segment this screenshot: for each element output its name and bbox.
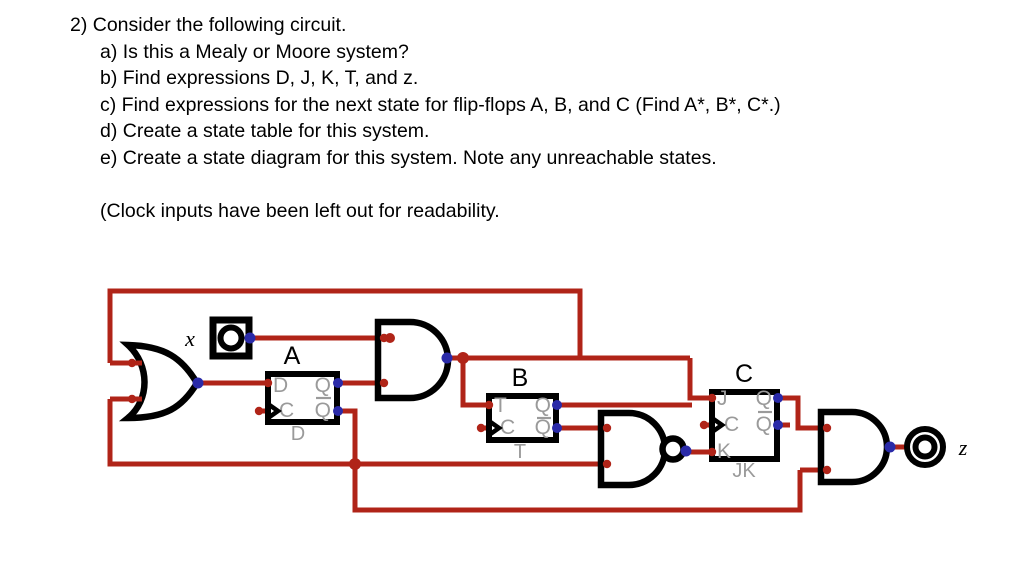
flipflop-c-k-input-node bbox=[707, 447, 717, 457]
flipflop-c-qbar-output-node bbox=[773, 420, 783, 430]
and-gate-1-input-node-bottom bbox=[379, 378, 389, 388]
question-line-b: b) Find expressions D, J, K, T, and z. bbox=[100, 67, 419, 89]
junction-layer bbox=[349, 333, 469, 470]
input-label-x: x bbox=[184, 326, 195, 351]
flipflop-c-q-output-node bbox=[773, 393, 783, 403]
flipflop-c-pin-c: C bbox=[724, 413, 739, 436]
input-terminal-x-circle bbox=[217, 324, 245, 352]
flipflop-b-q-output-node bbox=[552, 400, 562, 410]
or-gate-1[interactable] bbox=[110, 341, 204, 422]
input-terminal-x[interactable]: x bbox=[184, 316, 256, 360]
input-terminal-x-node bbox=[244, 332, 256, 344]
flipflop-b-qbar-output-node bbox=[552, 423, 562, 433]
flipflop-b-clock-triangle bbox=[487, 419, 503, 437]
flipflop-a-type: D bbox=[291, 423, 305, 445]
wire-ffA-Qbar-down bbox=[337, 408, 803, 513]
and-gate-2-input-node-bottom bbox=[822, 465, 832, 475]
junction-x-to-and1 bbox=[385, 333, 395, 343]
question-line-a: a) Is this a Mealy or Moore system? bbox=[100, 40, 409, 63]
flipflop-c-pin-k: K bbox=[717, 440, 731, 463]
nand-gate-1-body bbox=[597, 409, 669, 489]
flipflop-a-pin-qbar: Q bbox=[315, 399, 331, 422]
flipflop-c-pin-j: J bbox=[717, 387, 728, 410]
flipflop-b-type: T bbox=[514, 441, 526, 463]
flipflop-b-pin-qbar: Q bbox=[535, 416, 551, 439]
wire-bottom-left-rail bbox=[107, 399, 355, 467]
nand-gate-1-input-node-top bbox=[602, 423, 612, 433]
question-line-note: (Clock inputs have been left out for rea… bbox=[100, 199, 500, 222]
and-gate-2[interactable] bbox=[817, 408, 896, 486]
flipflop-b-clk-input-node bbox=[476, 423, 486, 433]
or-gate-1-input-node-top bbox=[127, 358, 137, 368]
question-text-block: 2) Consider the following circuit. a) Is… bbox=[70, 12, 970, 224]
flipflop-a-pin-c: C bbox=[279, 399, 294, 422]
flipflop-b-t-input-node bbox=[484, 400, 494, 410]
junction-ffA-qbar-bottom-rail bbox=[349, 458, 361, 470]
output-terminal-z[interactable]: z bbox=[904, 426, 968, 468]
flipflop-c-j-input-node bbox=[707, 393, 717, 403]
flipflop-c-name: C bbox=[735, 360, 753, 388]
question-line-d: d) Create a state table for this system. bbox=[100, 120, 430, 142]
wire-ffC-Q-to-and2 bbox=[777, 395, 820, 431]
or-gate-1-input-node-bottom bbox=[127, 394, 137, 404]
flipflop-c-clock-triangle bbox=[710, 416, 726, 434]
flipflop-a-qbar-output-node bbox=[333, 406, 343, 416]
and-gate-1-output-node bbox=[441, 352, 453, 364]
flipflop-a-pin-d: D bbox=[273, 374, 288, 397]
flipflop-c-clk-input-node bbox=[699, 420, 709, 430]
wire-top-feedback bbox=[107, 288, 583, 363]
flipflop-c-type: JK bbox=[732, 460, 756, 482]
wire-and1-branch-to-J bbox=[687, 358, 712, 401]
flipflop-a-d-input-node bbox=[263, 378, 273, 388]
and-gate-2-output-node bbox=[884, 441, 896, 453]
flipflop-a-clock-triangle bbox=[266, 402, 282, 420]
and-gate-1[interactable] bbox=[374, 318, 453, 402]
flipflop-b-pin-t: T bbox=[494, 394, 507, 417]
question-line-0: 2) Consider the following circuit. bbox=[70, 14, 347, 36]
flipflop-a[interactable]: A D C Q Q D bbox=[254, 342, 343, 445]
junction-and1-output bbox=[457, 352, 469, 364]
nand-gate-1-output-node bbox=[680, 445, 692, 457]
flipflop-a-q-output-node bbox=[333, 378, 343, 388]
question-line-e: e) Create a state diagram for this syste… bbox=[100, 146, 717, 169]
flipflop-c-pin-qbar: Q bbox=[756, 413, 772, 436]
flipflop-a-pin-q: Q bbox=[315, 374, 331, 397]
or-gate-1-body bbox=[118, 341, 201, 422]
flipflop-b-name: B bbox=[512, 364, 529, 392]
flipflop-b-pin-c: C bbox=[500, 416, 515, 439]
flipflop-a-name: A bbox=[284, 342, 301, 370]
nand-gate-1-bubble bbox=[659, 435, 687, 463]
output-label-z: z bbox=[958, 435, 968, 460]
flipflop-c[interactable]: C J C K Q Q JK bbox=[699, 360, 783, 482]
output-terminal-z-inner bbox=[912, 434, 938, 460]
wire-and1-to-ffB-T bbox=[460, 358, 489, 408]
question-line-c: c) Find expressions for the next state f… bbox=[100, 93, 781, 116]
or-gate-1-output-node bbox=[192, 377, 204, 389]
nand-gate-1[interactable] bbox=[597, 409, 692, 489]
flipflop-b[interactable]: B T C Q Q T bbox=[476, 364, 562, 463]
flipflop-b-pin-q: Q bbox=[535, 394, 551, 417]
flipflop-a-clk-input-node bbox=[254, 406, 264, 416]
flipflop-c-pin-q: Q bbox=[756, 387, 772, 410]
nand-gate-1-input-node-bottom bbox=[602, 459, 612, 469]
and-gate-2-input-node-top bbox=[822, 423, 832, 433]
